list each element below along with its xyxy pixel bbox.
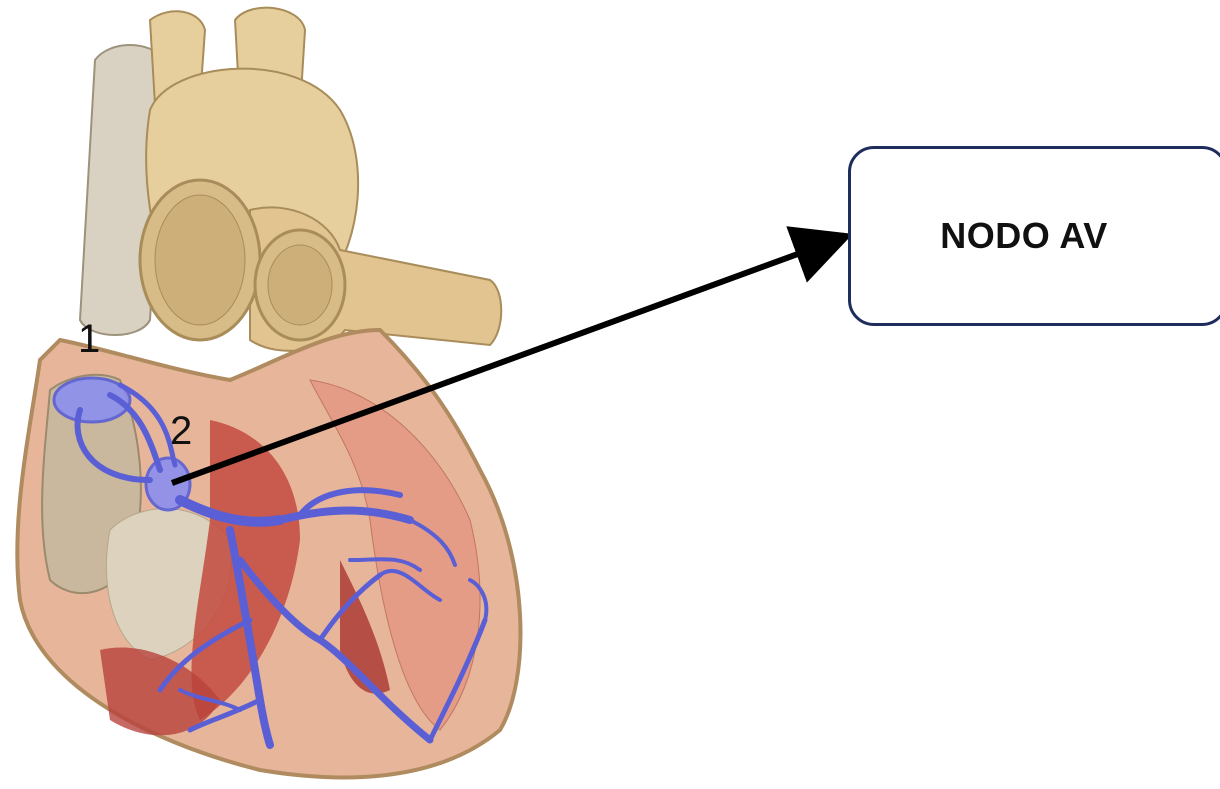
marker-2: 2	[170, 409, 192, 453]
great-vessels	[80, 8, 501, 351]
callout-box: NODO AV	[848, 146, 1220, 326]
marker-1: 1	[78, 317, 100, 361]
callout-label: NODO AV	[940, 215, 1108, 257]
